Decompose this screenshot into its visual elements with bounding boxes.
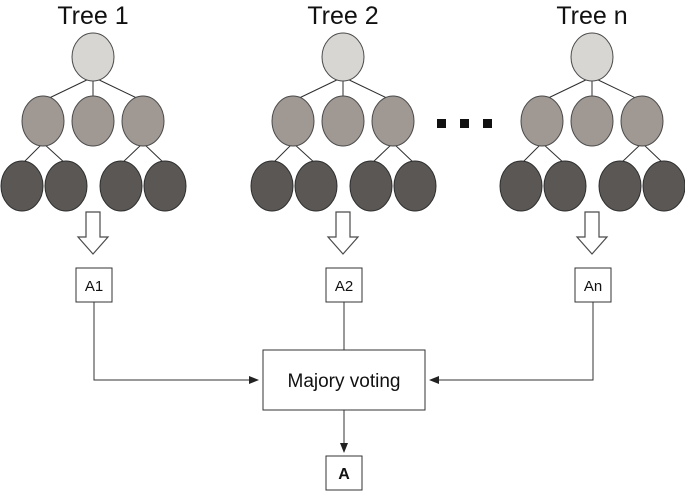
tree-middle-node-2 bbox=[570, 95, 614, 147]
tree-1 bbox=[0, 32, 187, 212]
tree-middle-node-3 bbox=[371, 95, 415, 147]
tree-edge-mid-leaf-3 bbox=[619, 142, 643, 165]
tree-edge-mid-leaf-4 bbox=[641, 142, 665, 165]
tree-middle-node-1 bbox=[520, 95, 564, 147]
ellipsis-dot-1 bbox=[437, 119, 446, 128]
tree-2 bbox=[250, 32, 437, 212]
tree-leaf-node-3 bbox=[349, 160, 393, 212]
final-result-box bbox=[325, 455, 363, 491]
tree-edge-root-mid-1 bbox=[42, 76, 94, 102]
tree-edge-root-mid-1 bbox=[292, 76, 344, 102]
tree-leaf-node-1 bbox=[250, 160, 294, 212]
tree-edge-mid-leaf-1 bbox=[520, 142, 543, 165]
tree-edge-mid-leaf-2 bbox=[292, 142, 317, 165]
tree-middle-node-3 bbox=[121, 95, 165, 147]
output-label-n: An bbox=[584, 278, 602, 295]
tree-2-output-arrow bbox=[326, 211, 360, 255]
tree-1-output-arrow bbox=[76, 211, 110, 255]
tree-edge-root-mid-1 bbox=[541, 76, 593, 102]
tree-leaf-node-1 bbox=[0, 160, 44, 212]
tree-root-node bbox=[570, 32, 614, 82]
voting-box bbox=[262, 349, 426, 411]
tree-leaf-node-2 bbox=[543, 160, 587, 212]
tree-edge-mid-leaf-4 bbox=[142, 142, 166, 165]
tree-leaf-node-4 bbox=[642, 160, 685, 212]
tree-edge-mid-leaf-3 bbox=[120, 142, 144, 165]
final-result-label: A bbox=[338, 466, 350, 483]
tree-leaf-node-4 bbox=[393, 160, 437, 212]
tree-leaf-node-4 bbox=[143, 160, 187, 212]
tree-middle-node-1 bbox=[271, 95, 315, 147]
tree-root-node bbox=[71, 32, 115, 82]
tree-edge-mid-leaf-1 bbox=[271, 142, 294, 165]
tree-edge-root-mid-3 bbox=[591, 76, 643, 102]
tree-edge-mid-leaf-1 bbox=[21, 142, 44, 165]
tree-leaf-node-3 bbox=[598, 160, 642, 212]
tree-leaf-node-1 bbox=[499, 160, 543, 212]
tree-edge-mid-leaf-3 bbox=[370, 142, 394, 165]
tree-leaf-node-2 bbox=[294, 160, 338, 212]
tree-edge-root-mid-3 bbox=[92, 76, 144, 102]
tree-leaf-node-2 bbox=[44, 160, 88, 212]
tree-middle-node-2 bbox=[321, 95, 365, 147]
tree-edge-mid-leaf-2 bbox=[541, 142, 566, 165]
tree-n-output-arrow bbox=[575, 211, 609, 255]
tree-middle-node-1 bbox=[21, 95, 65, 147]
tree-edge-mid-leaf-4 bbox=[392, 142, 416, 165]
tree-root-node bbox=[321, 32, 365, 82]
connector-a1-to-voting bbox=[93, 302, 259, 384]
tree-middle-node-3 bbox=[620, 95, 664, 147]
tree-n-title: Tree n bbox=[556, 2, 627, 30]
tree-1-title: Tree 1 bbox=[57, 2, 128, 30]
tree-middle-node-2 bbox=[71, 95, 115, 147]
voting-label: Majory voting bbox=[288, 371, 401, 392]
tree-edge-root-mid-3 bbox=[342, 76, 394, 102]
output-box-1 bbox=[75, 267, 113, 303]
connector-an-to-voting bbox=[429, 302, 594, 384]
tree-leaf-node-3 bbox=[99, 160, 143, 212]
tree-2-title: Tree 2 bbox=[307, 2, 378, 30]
output-label-2: A2 bbox=[335, 278, 353, 295]
ellipsis-dots bbox=[437, 119, 492, 128]
output-box-n bbox=[574, 267, 612, 303]
ellipsis-dot-2 bbox=[460, 119, 469, 128]
output-label-1: A1 bbox=[85, 278, 103, 295]
tree-n bbox=[499, 32, 685, 212]
tree-edge-mid-leaf-2 bbox=[42, 142, 67, 165]
ellipsis-dot-3 bbox=[483, 119, 492, 128]
